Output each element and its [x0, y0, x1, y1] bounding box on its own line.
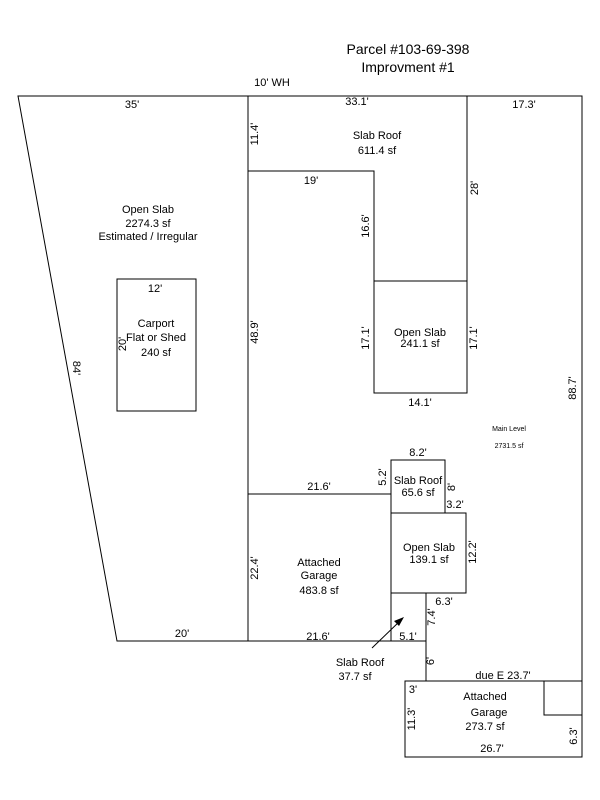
attached-garage-left-label-1: Attached: [297, 557, 340, 569]
dim-21-6-bottom: 21.6': [306, 631, 330, 643]
dim-21-6-top: 21.6': [307, 481, 331, 493]
dim-88-7: 88.7': [567, 376, 579, 400]
dim-84: 84': [70, 361, 82, 375]
open-slab-small-area: 139.1 sf: [409, 554, 449, 566]
dim-8-2: 8.2': [409, 447, 426, 459]
open-slab-left-name: Open Slab: [122, 204, 174, 216]
dim-5-1: 5.1': [399, 631, 416, 643]
dim-33-1: 33.1': [345, 96, 369, 108]
callout-arrow-head: [394, 617, 404, 626]
attached-garage-left-label-2: Garage: [301, 570, 338, 582]
top-wall-height-label: 10' WH: [254, 77, 290, 89]
parcel-title: Parcel #103-69-398: [347, 41, 470, 57]
attached-garage-left-area: 483.8 sf: [299, 585, 339, 597]
dim-20-bottom: 20': [175, 628, 189, 640]
carport-outline: [116, 278, 197, 412]
slab-roof-top-outline: [248, 170, 375, 281]
dim-12-2: 12.2': [467, 540, 479, 564]
slab-roof-small-area: 65.6 sf: [401, 487, 435, 499]
slab-roof-top-name: Slab Roof: [353, 130, 402, 142]
main-level-name: Main Level: [492, 426, 526, 433]
dim-14-1: 14.1': [408, 397, 432, 409]
dim-17-3: 17.3': [512, 99, 536, 111]
slab-roof-callout-name: Slab Roof: [336, 657, 385, 669]
dim-6: 6': [425, 657, 437, 665]
slab-roof-small-name: Slab Roof: [394, 475, 443, 487]
dim-11-4: 11.4': [249, 123, 261, 146]
carport-area: 240 sf: [141, 347, 172, 359]
dim-due-e: due E 23.7': [475, 670, 530, 682]
dim-17-1-left: 17.1': [360, 326, 372, 350]
dim-6-3-mid: 6.3': [435, 596, 452, 608]
dim-12: 12': [148, 283, 162, 295]
dim-28: 28': [469, 181, 481, 195]
dim-8: 8': [446, 483, 458, 491]
dim-6-3-right: 6.3': [568, 727, 580, 744]
dim-35: 35': [125, 99, 139, 111]
dim-11-3: 11.3': [406, 708, 418, 731]
carport-label-1: Carport: [138, 318, 175, 330]
carport-label-2: Flat or Shed: [126, 332, 186, 344]
attached-garage-bottom-label-2: Garage: [471, 707, 508, 719]
callout-arrow-line: [371, 619, 402, 649]
open-slab-mid-outline: [373, 280, 468, 394]
dim-3: 3': [409, 684, 417, 696]
open-slab-small-name: Open Slab: [403, 542, 455, 554]
slab-roof-callout-area: 37.7 sf: [338, 671, 372, 683]
open-slab-mid-area: 241.1 sf: [400, 338, 440, 350]
dim-17-1-right: 17.1': [468, 326, 480, 350]
slab-roof-callout-edge: [391, 592, 427, 641]
dim-22-4: 22.4': [249, 556, 261, 580]
dim-3-2: 3.2': [446, 499, 463, 511]
attached-garage-bottom-label-1: Attached: [463, 691, 506, 703]
open-slab-left-area: 2274.3 sf: [125, 218, 171, 230]
open-slab-mid-name: Open Slab: [394, 327, 446, 339]
dim-7-4: 7.4': [426, 608, 438, 625]
improvement-title: Improvment #1: [361, 59, 455, 75]
open-slab-outline: [17, 95, 249, 642]
sketch-lines: [17, 95, 583, 758]
dim-5-2: 5.2': [377, 468, 389, 485]
dim-26-7: 26.7': [480, 743, 504, 755]
slab-roof-top-area: 611.4 sf: [358, 145, 397, 157]
dim-48-9: 48.9': [249, 320, 261, 344]
attached-garage-bottom-area: 273.7 sf: [465, 721, 505, 733]
dim-19: 19': [304, 175, 318, 187]
open-slab-left-note: Estimated / Irregular: [98, 231, 197, 243]
dim-16-6: 16.6': [360, 214, 372, 238]
main-level-area: 2731.5 sf: [495, 443, 524, 450]
dim-20-carport: 20': [117, 337, 129, 351]
